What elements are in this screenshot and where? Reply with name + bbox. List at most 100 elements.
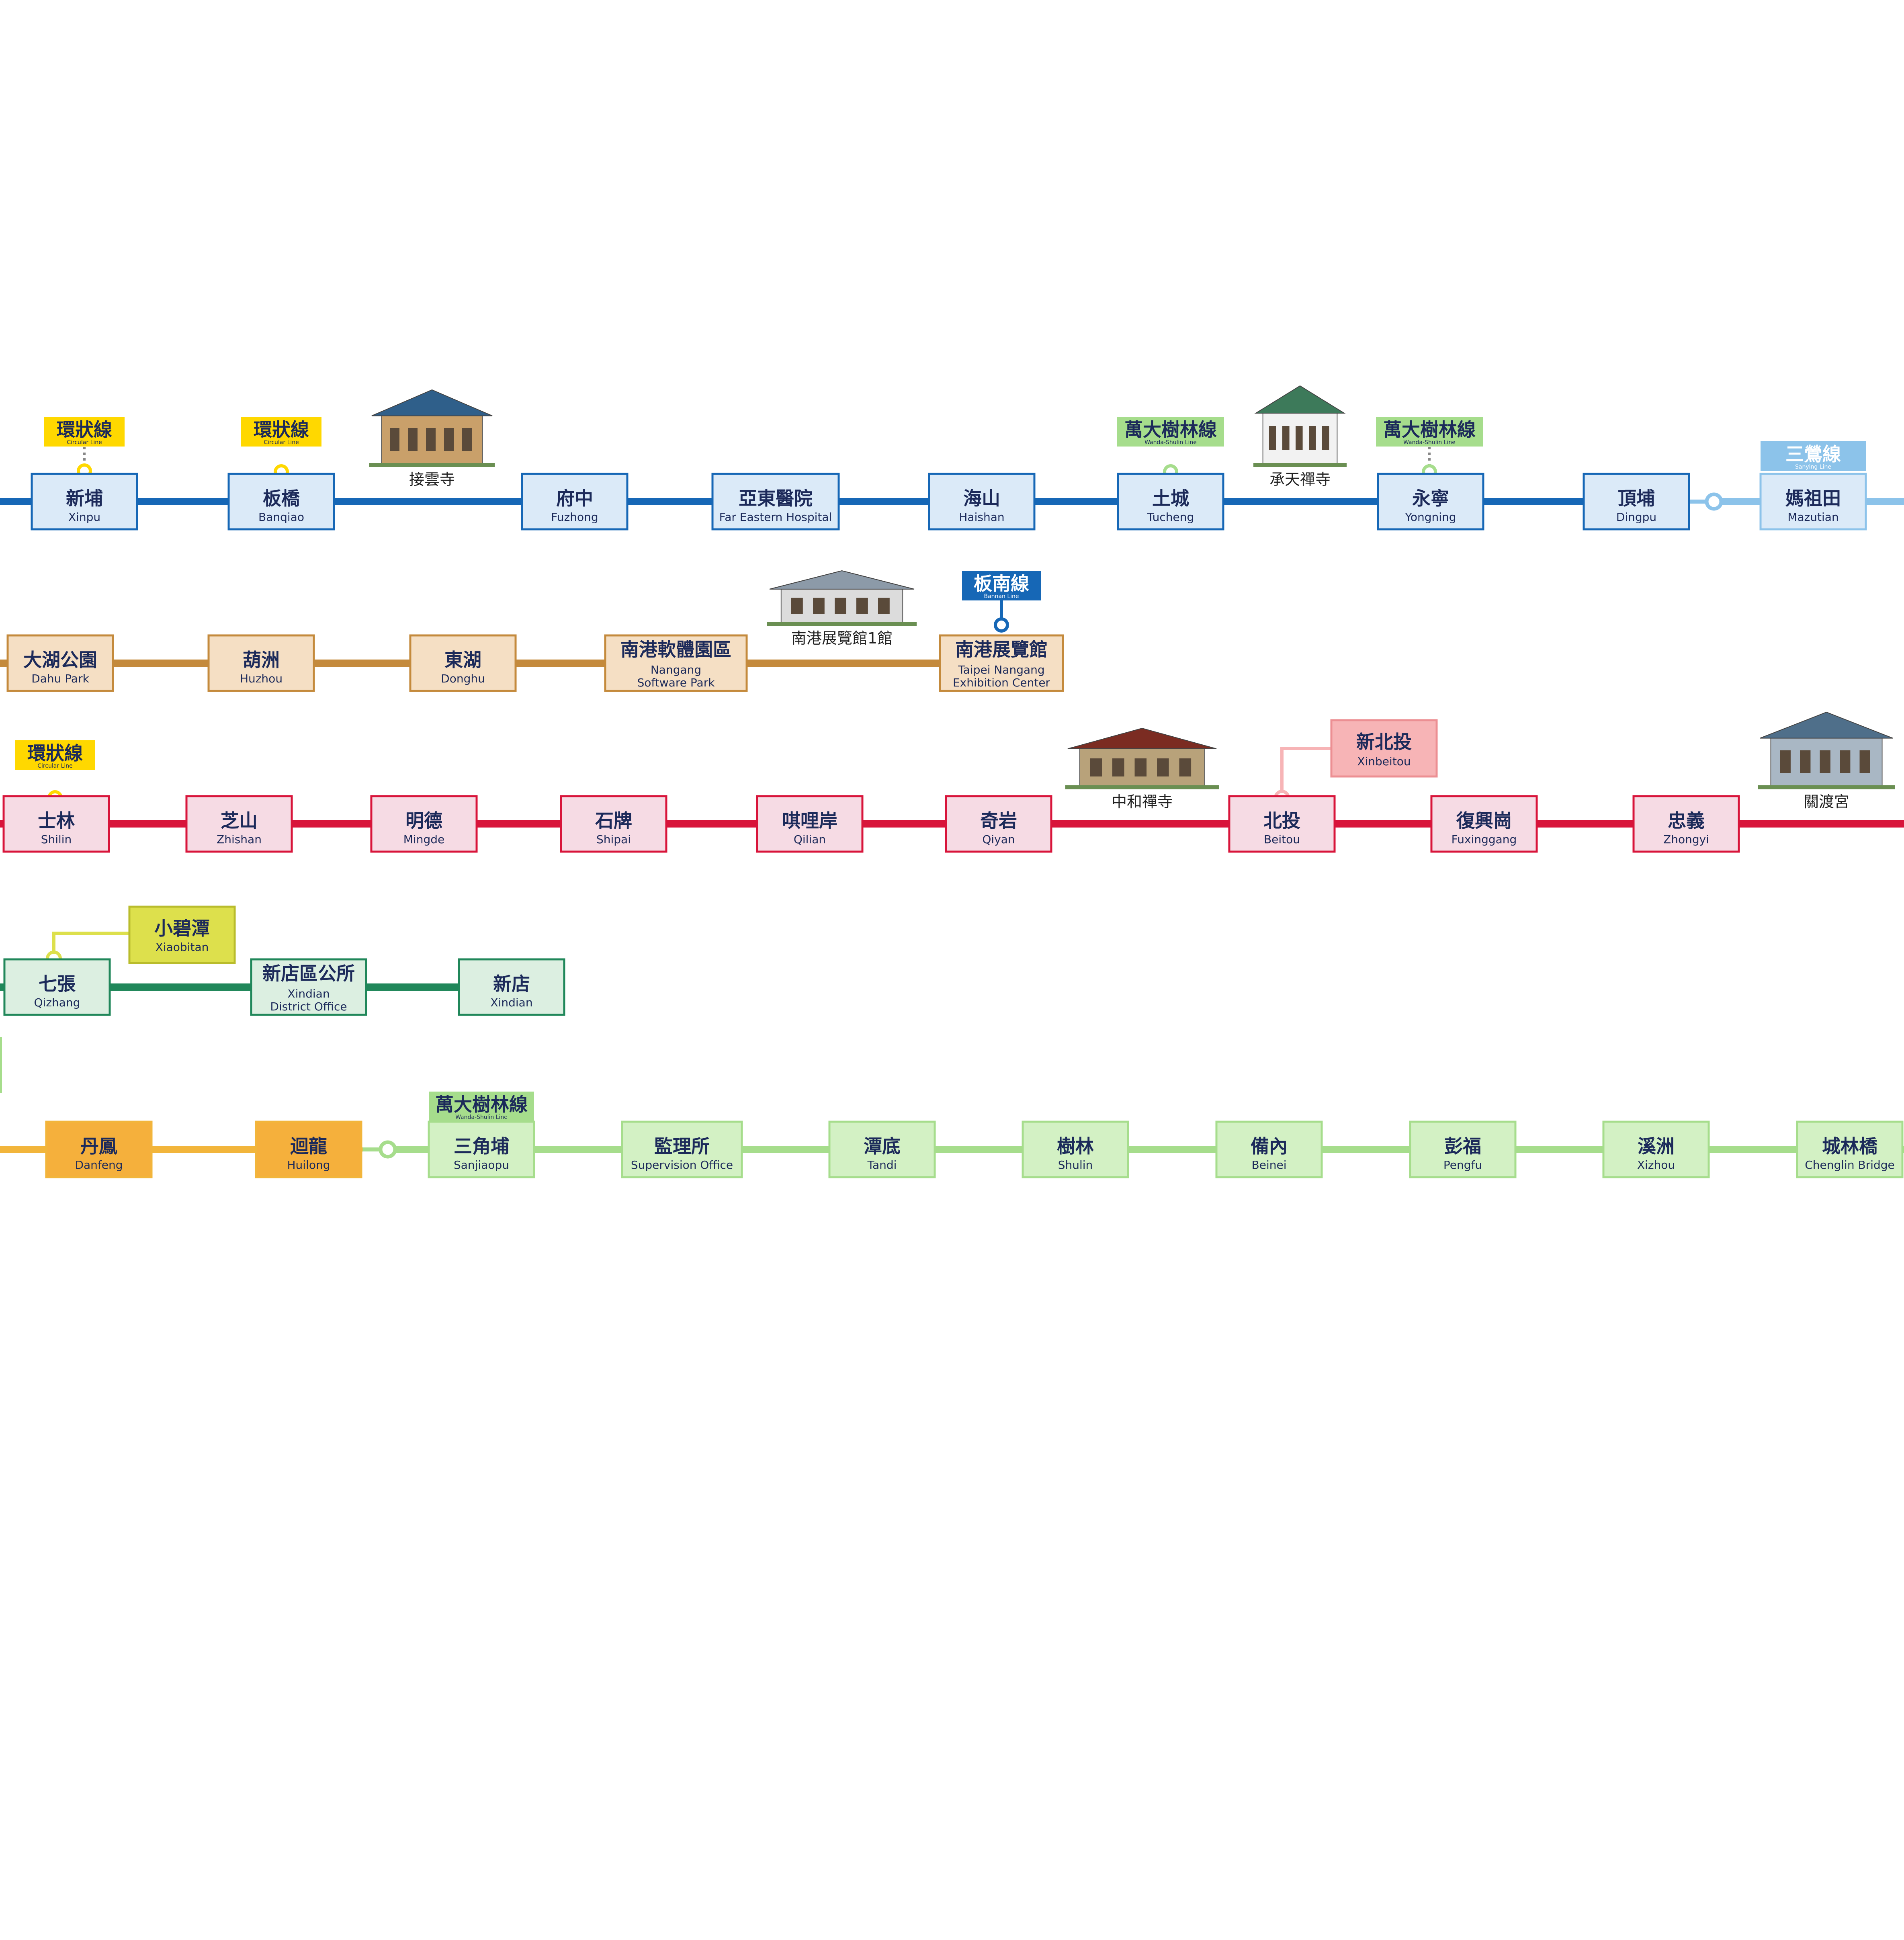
station-name-zh: 樹林 [1057,1135,1094,1157]
station-name-en: Banqiao [258,510,304,524]
station-name-en: Far Eastern Hospital [719,510,832,524]
landmark-label: 中和禪寺 [1112,793,1173,811]
station-name-zh: 奇岩 [980,810,1017,832]
station-name-zh: 新店 [493,973,530,995]
station-name-en: Taipei Nangang [958,663,1044,676]
landmark-label: 關渡宮 [1804,793,1849,811]
station-name-en: Xindian [490,996,532,1009]
station-name-en-2: Exhibition Center [953,676,1050,689]
branch-name-en: Xiaobitan [156,940,209,954]
station-name-en: Xizhou [1637,1158,1675,1172]
station-name-en: Nangang [651,663,701,676]
branch-xinbeitou[interactable]: 新北投 Xinbeitou [1274,719,1438,806]
branch-name-zh: 小碧潭 [154,918,210,939]
landmark-zhonghe-temple: 中和禪寺 [1065,727,1219,811]
station-name-en: Chenglin Bridge [1805,1158,1895,1172]
station-name-zh: 備內 [1251,1135,1288,1157]
station-name-en: Yongning [1404,510,1456,524]
branch-name-zh: 新北投 [1356,731,1412,753]
tag-name-en: Circular Line [37,763,73,769]
landmark-label: 南港展覽館1館 [791,629,893,647]
tag-name-zh: 萬大樹林線 [1383,419,1476,440]
tag-name-en: Circular Line [264,439,299,446]
branch-name-en: Xinbeitou [1357,755,1411,768]
station-name-en: Dahu Park [31,672,89,685]
station-name-zh: 潭底 [864,1135,901,1157]
tag-name-en: Circular Line [67,439,102,446]
station-name-en: Huzhou [240,672,283,685]
station-name-zh: 南港軟體園區 [620,639,731,660]
station-name-zh: 新店區公所 [262,963,355,984]
station-name-zh: 東湖 [444,649,481,671]
station-name-en-2: Software Park [637,676,715,689]
landmark-nangang-exhibition-hall-1: 南港展覽館1館 [767,570,917,647]
landmark-chengtian-temple: 承天禪寺 [1253,385,1347,488]
tag-name-zh: 環狀線 [57,419,112,440]
station-name-en: Dingpu [1616,510,1656,524]
station-name-en: Qilian [794,833,826,846]
station-name-en-2: District Office [270,1000,347,1013]
station-name-zh: 土城 [1152,488,1189,509]
station-name-en: Danfeng [75,1158,123,1172]
transfer-dot-nangang [994,617,1009,633]
station-name-zh: 忠義 [1668,810,1705,832]
tag-name-zh: 萬大樹林線 [435,1094,528,1115]
station-name-en: Xinpu [68,510,100,524]
tag-name-zh: 板南線 [974,573,1029,594]
station-name-en: Tucheng [1147,510,1194,524]
station-name-en: Beitou [1264,833,1300,846]
station-name-zh: 丹鳳 [80,1135,117,1157]
station-name-zh: 永寧 [1412,488,1449,509]
station-name-en: Sanjiaopu [454,1158,509,1172]
tag-name-en: Wanda-Shulin Line [1144,439,1197,446]
tag-name-en: Sanying Line [1795,464,1831,470]
station-name-zh: 明德 [405,810,442,832]
station-name-zh: 府中 [556,488,593,509]
station-name-en: Donghu [441,672,485,685]
station-name-zh: 新埔 [66,488,103,509]
station-name-zh: 迴龍 [290,1135,327,1157]
station-name-en: Xindian [287,987,330,1000]
